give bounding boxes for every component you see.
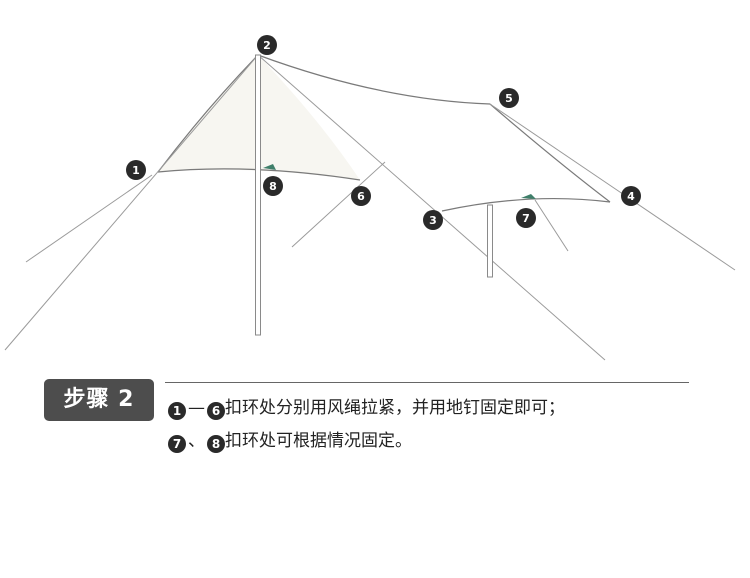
loop-tab-7 (521, 194, 536, 199)
marker-4: 4 (621, 186, 641, 206)
svg-text:7: 7 (522, 212, 530, 225)
svg-text:1: 1 (132, 164, 140, 177)
loop-tab-8 (263, 164, 276, 170)
marker-1: 1 (126, 160, 146, 180)
tarp-edges (157, 54, 611, 212)
marker-3: 3 (423, 210, 443, 230)
bullet-1: 1 (168, 402, 186, 420)
step-badge: 步骤 2 (44, 379, 154, 421)
bullet-8: 8 (207, 435, 225, 453)
svg-text:8: 8 (269, 180, 277, 193)
marker-8: 8 (263, 176, 283, 196)
list-separator: 、 (188, 431, 205, 451)
bullet-7: 7 (168, 435, 186, 453)
instruction-text-1: 扣环处分别用风绳拉紧，并用地钉固定即可； (225, 398, 565, 418)
marker-6: 6 (351, 186, 371, 206)
svg-text:4: 4 (627, 190, 635, 203)
guy-lines (4, 54, 736, 361)
svg-text:3: 3 (429, 214, 437, 227)
divider (165, 382, 689, 383)
main-pole (255, 54, 261, 336)
instruction-text-2: 扣环处可根据情况固定。 (225, 431, 412, 451)
svg-text:5: 5 (505, 92, 513, 105)
tarp-setup-diagram: 1 2 3 4 5 6 7 8 (4, 35, 736, 361)
range-dash: — (188, 398, 205, 418)
marker-2: 2 (257, 35, 277, 55)
svg-text:6: 6 (357, 190, 365, 203)
marker-7: 7 (516, 208, 536, 228)
marker-5: 5 (499, 88, 519, 108)
bullet-6: 6 (207, 402, 225, 420)
rear-pole (487, 204, 493, 278)
svg-text:2: 2 (263, 39, 271, 52)
